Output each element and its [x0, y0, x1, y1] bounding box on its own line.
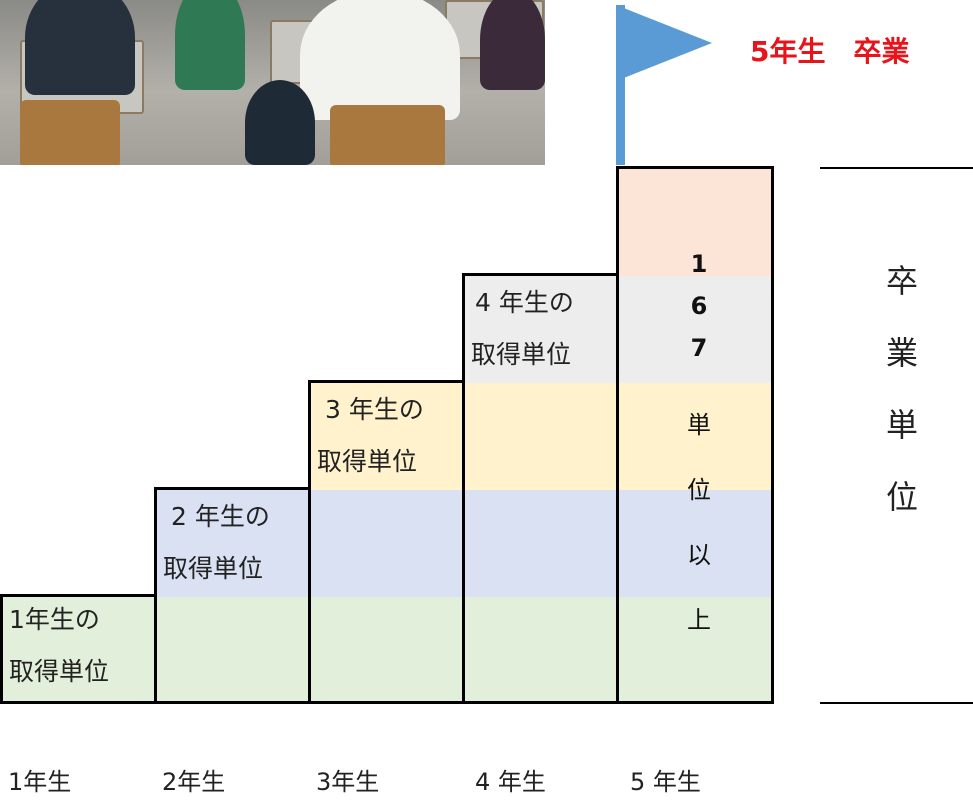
- year1-band: [157, 490, 308, 597]
- year4-caption-line1: 4 年生の: [475, 288, 574, 317]
- bracket-top-line: [820, 167, 973, 169]
- year1-band: [3, 597, 154, 701]
- char: 以: [687, 541, 711, 569]
- year3-caption-line1: 3 年生の: [325, 395, 424, 424]
- year2-band: [311, 490, 462, 597]
- year3-column: 3 年生の 取得単位: [308, 380, 465, 704]
- flag-icon: [616, 5, 712, 81]
- year1-caption-line2: 取得単位: [9, 657, 110, 686]
- char: 単: [687, 411, 711, 439]
- graduation-title: 5年生 卒業: [750, 35, 910, 68]
- classroom-photo: [0, 0, 545, 165]
- graduation-units-label: 卒 業 単 位: [880, 245, 924, 533]
- year1-band: [619, 597, 771, 701]
- year4-column: 4 年生の 取得単位: [462, 273, 619, 704]
- year2-caption-line1: 2 年生の: [171, 502, 270, 531]
- year5-band: [619, 169, 771, 276]
- year2-band: [619, 490, 771, 597]
- char: 単: [885, 406, 918, 444]
- student: [300, 0, 460, 120]
- char: 位: [885, 478, 918, 516]
- year2-band: [465, 490, 616, 597]
- year3-label: 3年生: [316, 768, 380, 796]
- year3-band: [619, 383, 771, 490]
- char: 上: [687, 606, 711, 634]
- year4-caption-line2: 取得単位: [471, 340, 572, 369]
- year5-column: 1 6 7 単 位 以 上: [616, 166, 774, 704]
- year3-caption-line2: 取得単位: [317, 447, 418, 476]
- char: 1: [690, 250, 708, 278]
- year4-label: 4 年生: [475, 768, 546, 796]
- year2-caption-line2: 取得単位: [163, 554, 264, 583]
- year4-band: [619, 276, 771, 383]
- year1-band: [465, 597, 616, 701]
- year5-label: 5 年生: [630, 768, 701, 796]
- bag: [245, 80, 315, 165]
- student: [175, 0, 245, 90]
- year3-band: [311, 383, 462, 490]
- year2-band: [157, 597, 308, 701]
- year1-caption-line1: 1年生の: [9, 605, 100, 634]
- year4-band: [465, 276, 616, 383]
- char: 位: [687, 476, 711, 504]
- bracket-bottom-line: [820, 702, 973, 704]
- student: [480, 0, 545, 90]
- year2-column: 2 年生の 取得単位: [154, 487, 311, 704]
- year1-band: [311, 597, 462, 701]
- student: [25, 0, 135, 95]
- char: 卒: [885, 262, 918, 300]
- year3-band: [465, 383, 616, 490]
- flag-pole: [616, 5, 625, 165]
- year2-label: 2年生: [162, 768, 226, 796]
- char: 業: [885, 334, 918, 372]
- fifth-year-units-kanji: 単 位 以 上: [679, 393, 719, 653]
- char: 7: [690, 334, 708, 362]
- year1-column: 1年生の 取得単位: [0, 594, 157, 704]
- chair: [20, 100, 120, 165]
- fifth-year-units-text: 1 6 7: [679, 243, 719, 369]
- char: 6: [690, 292, 708, 320]
- chair: [330, 105, 445, 165]
- year1-label: 1年生: [8, 768, 72, 796]
